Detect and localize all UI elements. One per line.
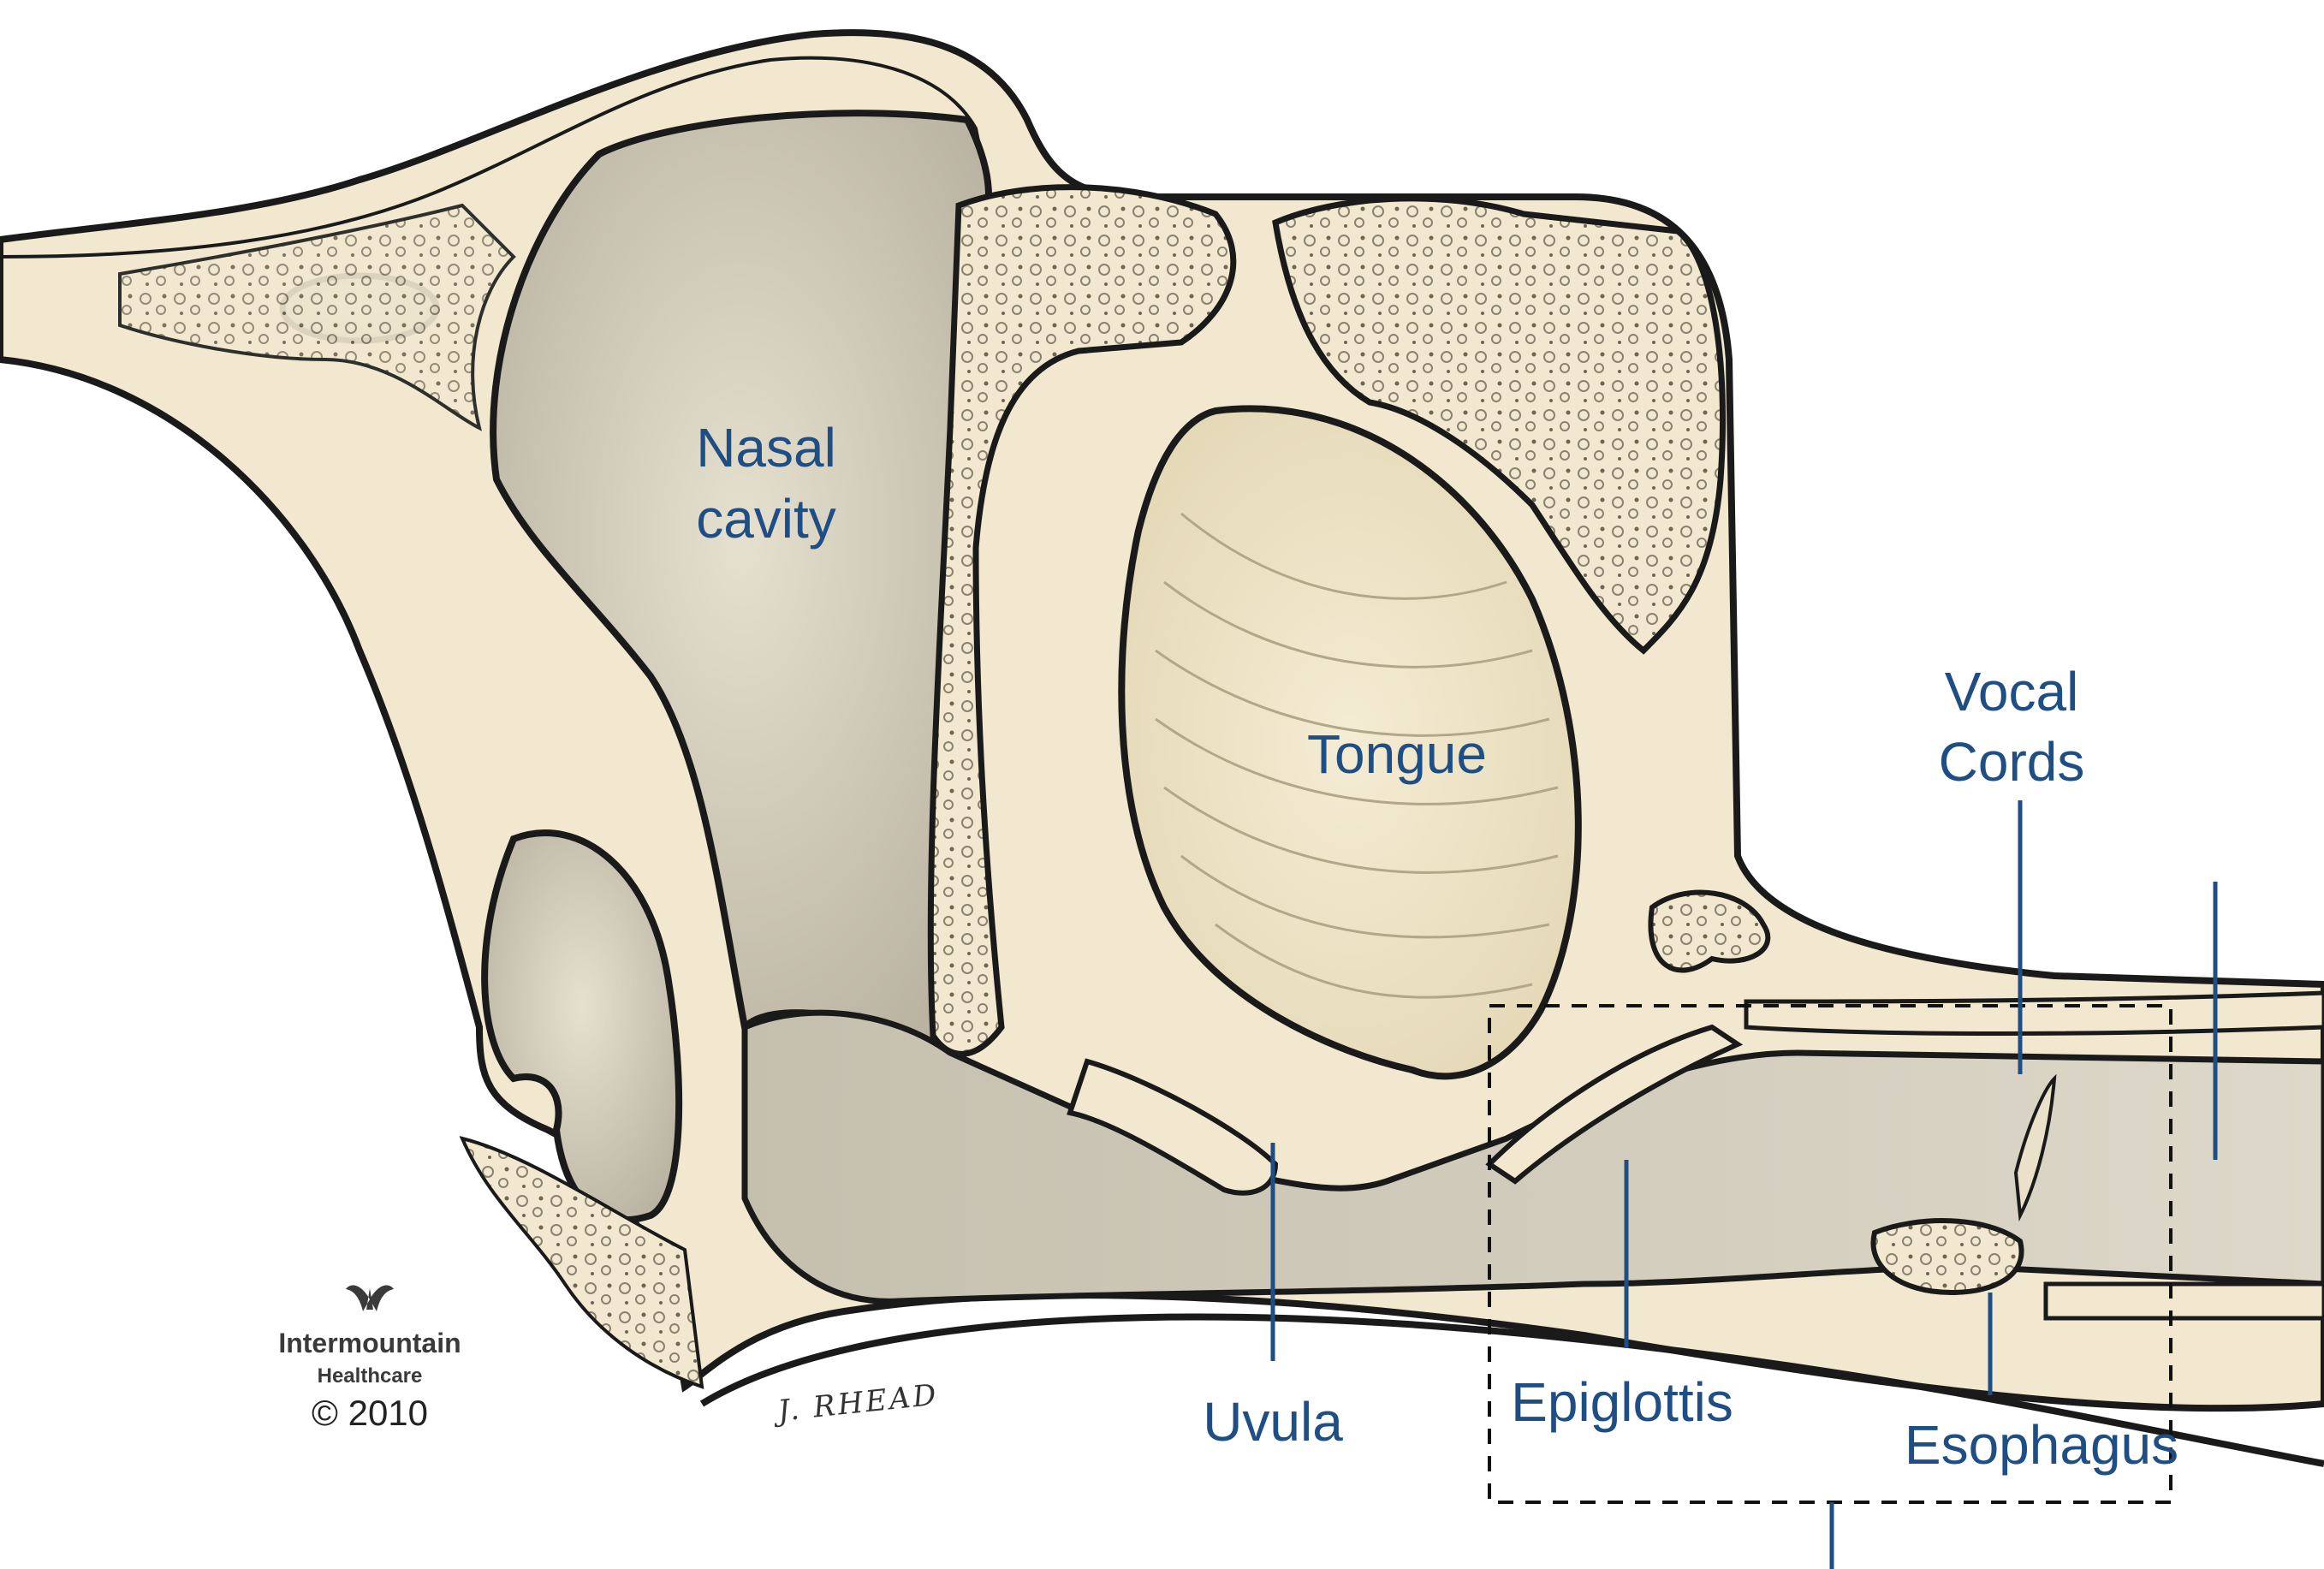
nasal-cavity-label-line1: Nasal	[696, 417, 836, 478]
leader-lines	[1270, 800, 2218, 1569]
vocal-cords-label-line1: Vocal	[1945, 661, 2079, 722]
epiglottis-shape	[1485, 1024, 1744, 1185]
logo-icon	[346, 1285, 394, 1311]
vocal-cord-shape	[2013, 1073, 2057, 1222]
hyoid-bone	[1648, 889, 1771, 973]
tongue-muscle-lines	[1155, 512, 1559, 999]
nasal-cavity-label-line2: cavity	[696, 488, 836, 550]
artist-signature: J. RHEAD	[771, 1377, 941, 1429]
epiglottis-label: Epiglottis	[1511, 1371, 1733, 1433]
uvula-label: Uvula	[1203, 1391, 1343, 1453]
esophagus-shape	[1870, 1218, 2024, 1296]
maxilla-bone	[459, 1136, 704, 1389]
esophagus-label: Esophagus	[1905, 1414, 2178, 1476]
mandible	[1272, 195, 1727, 655]
logo-brand: Intermountain	[278, 1328, 461, 1358]
uvula-shape	[1067, 1058, 1279, 1196]
nasal-cavity	[490, 110, 992, 1059]
palate-bone	[927, 184, 1237, 1057]
intermountain-logo: Intermountain Healthcare © 2010	[278, 1285, 461, 1433]
neck-outline	[699, 1313, 2324, 1467]
logo-sub: Healthcare	[318, 1364, 423, 1388]
tongue-label: Tongue	[1307, 723, 1487, 785]
copyright: © 2010	[312, 1393, 428, 1433]
tongue	[1118, 405, 1582, 1080]
vocal-cords-label-line2: Cords	[1939, 731, 2085, 793]
trachea-wall	[1744, 990, 2324, 1321]
nasal-bone	[118, 203, 516, 431]
